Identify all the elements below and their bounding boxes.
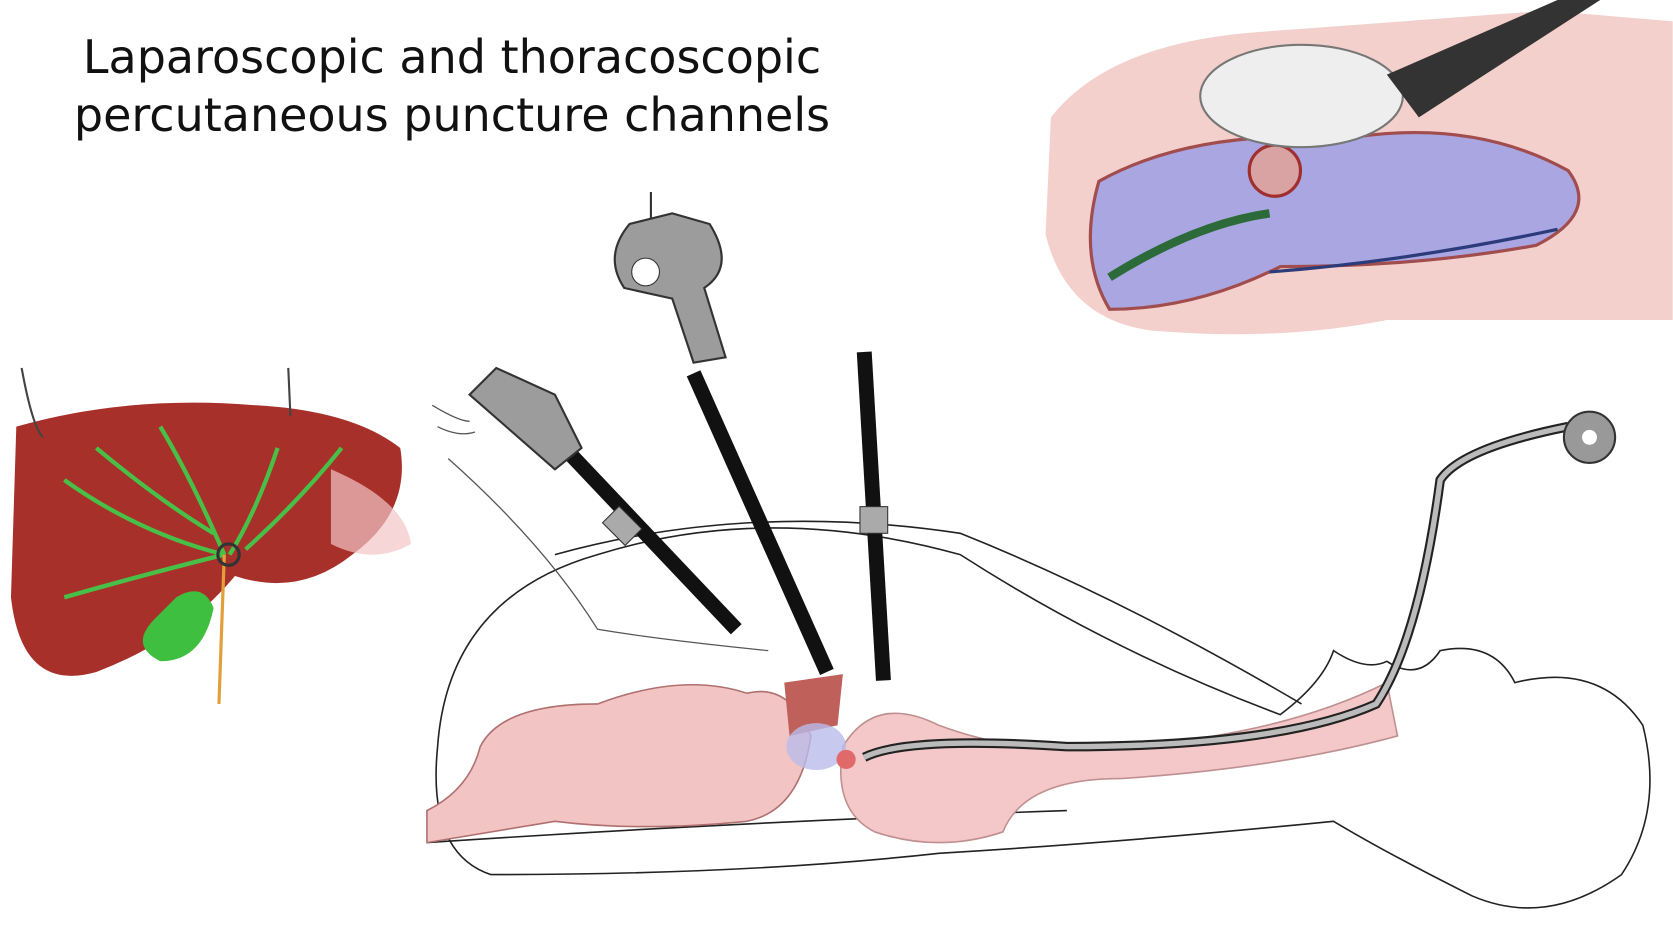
title-line-2: percutaneous puncture channels [73,88,831,142]
figure-title: Laparoscopic and thoracoscopic percutane… [42,28,862,144]
laparoscopic-instruments [431,191,891,681]
instrument-2 [686,370,834,675]
endoscope [862,410,1617,762]
title-line-1: Laparoscopic and thoracoscopic [82,30,822,84]
pancreas-endoscopic-inset [1045,0,1673,335]
gastrointestinal-tract [426,674,1399,844]
liver-illustration [10,367,411,705]
